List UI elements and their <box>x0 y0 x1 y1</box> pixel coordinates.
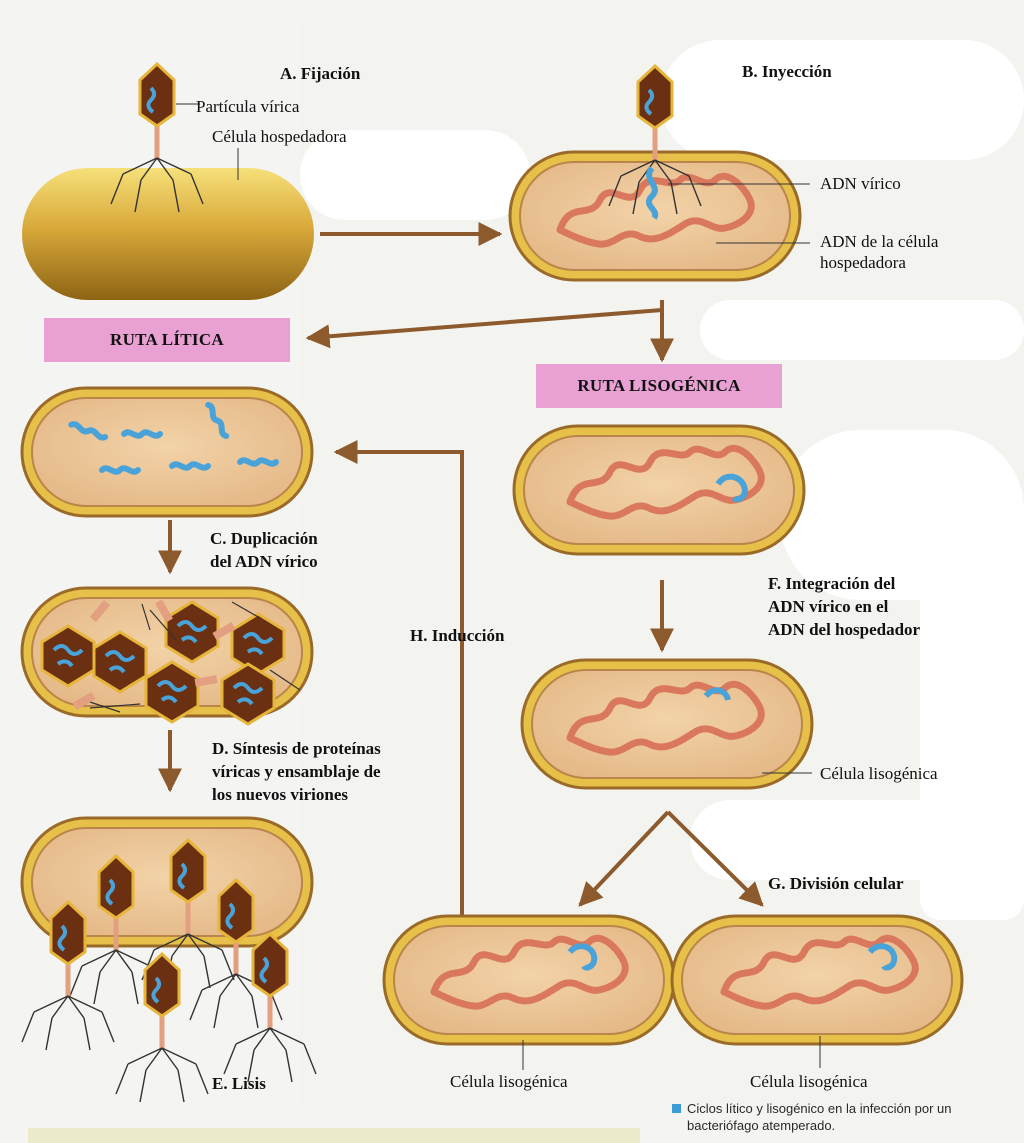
caption-square-icon <box>672 1104 681 1113</box>
lytic-cell-free-dna <box>20 386 314 518</box>
host-dna-label-line2: hospedadora <box>820 253 906 272</box>
step-f-line1: F. Integración del <box>768 574 896 593</box>
step-b-title: B. Inyección <box>742 62 832 81</box>
step-c-title: C. Duplicación del ADN vírico <box>210 527 318 573</box>
lysogenic-cell-label-2: Célula lisogénica <box>450 1072 568 1091</box>
figure-caption: Ciclos lítico y lisogénico en la infecci… <box>672 1100 951 1134</box>
step-b-injection-illustration <box>508 66 810 282</box>
caption-text-1: Ciclos lítico y lisogénico en la infecci… <box>687 1101 952 1116</box>
lysogenic-cell-label-1: Célula lisogénica <box>820 764 938 783</box>
step-d-line2: víricas y ensamblaje de <box>212 762 381 781</box>
step-d-line3: los nuevos viriones <box>212 785 349 804</box>
viral-particle-label: Partícula vírica <box>196 97 300 116</box>
lysogenic-pathway-band: RUTA LISOGÉNICA <box>536 364 782 408</box>
step-g-title: G. División celular <box>768 874 904 893</box>
step-f-line2: ADN vírico en el <box>768 597 889 616</box>
lytic-pathway-band: RUTA LÍTICA <box>44 318 290 362</box>
lysogenic-cell-1 <box>512 424 806 556</box>
lysogenic-cell-4 <box>670 914 964 1068</box>
host-cell-label: Célula hospedadora <box>212 127 347 146</box>
step-e-title: E. Lisis <box>212 1074 266 1093</box>
bottom-highlight-strip <box>28 1128 640 1143</box>
pathway-arrows <box>158 222 764 1030</box>
lysogenic-cell-3 <box>382 914 676 1070</box>
lysogenic-cell-2 <box>520 658 814 790</box>
step-c-line2: del ADN vírico <box>210 552 318 571</box>
host-dna-label-line1: ADN de la célula <box>820 232 939 251</box>
step-h-title: H. Inducción <box>410 626 505 645</box>
caption-line1: Ciclos lítico y lisogénico en la infecci… <box>672 1100 951 1117</box>
step-d-title: D. Síntesis de proteínas víricas y ensam… <box>212 737 381 806</box>
lytic-cell-synthesis <box>20 586 314 726</box>
host-dna-label: ADN de la célula hospedadora <box>820 231 938 273</box>
caption-line2: bacteriófago atemperado. <box>687 1118 836 1133</box>
lysogenic-cell-label-3: Célula lisogénica <box>750 1072 868 1091</box>
lytic-cell-lysis <box>22 816 316 1102</box>
viral-dna-label: ADN vírico <box>820 174 901 193</box>
step-a-title: A. Fijación <box>280 64 361 83</box>
step-f-line3: ADN del hospedador <box>768 620 921 639</box>
step-f-title: F. Integración del ADN vírico en el ADN … <box>768 572 920 641</box>
step-d-line1: D. Síntesis de proteínas <box>212 739 381 758</box>
white-mask-shapes <box>300 40 1024 920</box>
step-c-line1: C. Duplicación <box>210 529 318 548</box>
step-a-attachment-illustration <box>22 64 314 300</box>
